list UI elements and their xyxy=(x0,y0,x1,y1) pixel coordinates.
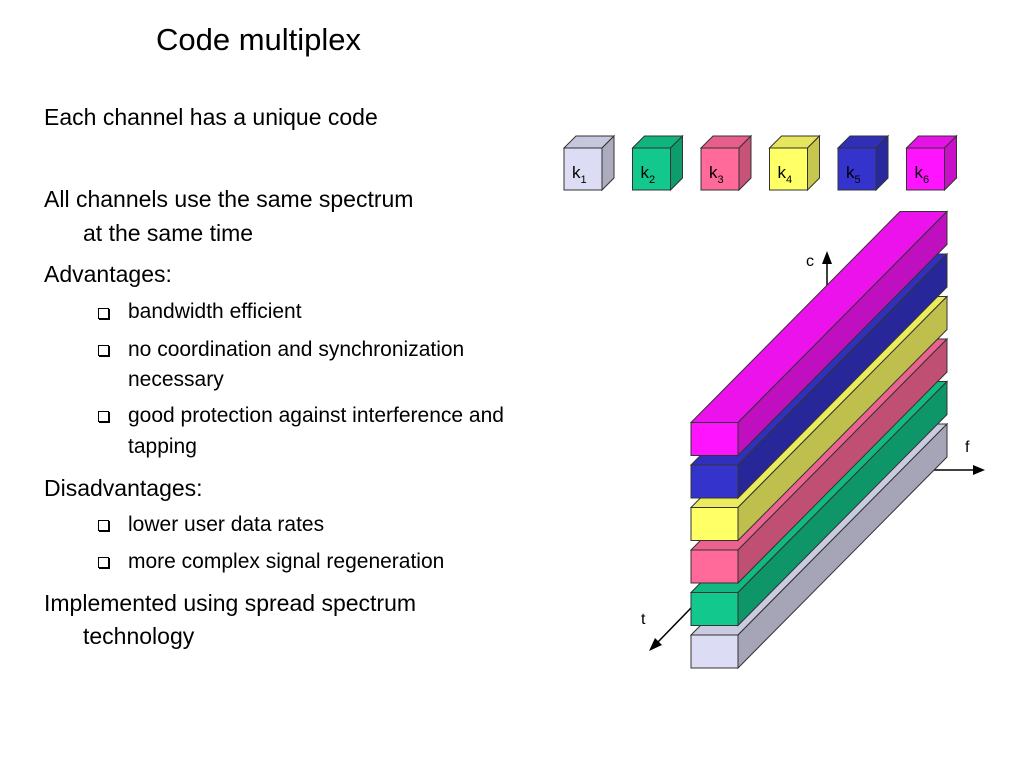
code-cube-front xyxy=(906,147,945,191)
code-cube-front xyxy=(632,147,671,191)
advantage-protection-cont: tapping xyxy=(128,435,197,458)
slide-title: Code multiplex xyxy=(156,22,362,57)
bullet-icon xyxy=(98,345,109,356)
advantage-bandwidth: bandwidth efficient xyxy=(128,300,302,323)
code-bar-front-face xyxy=(690,464,739,499)
code-bar-front-face xyxy=(690,507,739,541)
axis-label-f: f xyxy=(965,439,970,456)
code-bar-6 xyxy=(689,210,949,457)
bullet-icon xyxy=(98,557,109,568)
bullet-icon xyxy=(98,411,109,422)
point-spread-spectrum-cont: technology xyxy=(83,623,195,649)
code-cube-label: k4 xyxy=(778,163,793,186)
code-bar-front-face xyxy=(690,634,739,669)
code-cube-label: k5 xyxy=(846,163,861,186)
code-cube-front xyxy=(837,147,877,191)
disadvantages-heading: Disadvantages: xyxy=(44,475,203,501)
code-cube-front xyxy=(700,147,740,191)
code-cube-label: k3 xyxy=(709,163,724,186)
code-cube-2: k2 xyxy=(631,134,684,192)
advantages-heading: Advantages: xyxy=(44,261,172,287)
code-bar-front-face xyxy=(690,422,739,456)
bullet-icon xyxy=(98,308,109,319)
code-bar-front-face xyxy=(690,549,739,584)
f-axis-arrow-icon xyxy=(973,465,985,475)
code-cube-label: k1 xyxy=(572,163,587,186)
advantage-no-coordination: no coordination and synchronization xyxy=(128,338,465,361)
bullet-icon xyxy=(98,520,109,531)
code-bar-front-face xyxy=(690,592,739,626)
code-cube-5: k5 xyxy=(836,134,890,192)
axis-label-c: c xyxy=(806,253,814,270)
point-unique-code: Each channel has a unique code xyxy=(44,104,378,130)
code-cube-label: k6 xyxy=(915,163,930,186)
t-axis-arrow-icon xyxy=(649,638,662,651)
code-cube-4: k4 xyxy=(768,134,821,192)
code-cube-front xyxy=(769,147,808,191)
advantage-protection: good protection against interference and xyxy=(128,404,504,427)
axis-label-t: t xyxy=(641,611,646,628)
point-same-spectrum-cont: at the same time xyxy=(83,220,254,246)
code-cube-front xyxy=(563,147,603,191)
point-spread-spectrum: Implemented using spread spectrum xyxy=(44,590,417,616)
code-cube-label: k2 xyxy=(641,163,656,186)
point-same-spectrum: All channels use the same spectrum xyxy=(44,186,414,212)
c-axis-arrow-icon xyxy=(822,251,832,264)
advantage-no-coordination-cont: necessary xyxy=(128,368,224,391)
code-cube-6: k6 xyxy=(905,134,958,192)
code-cubes: k1 k2 k3 k4 k5 k6 xyxy=(562,134,958,192)
code-cube-1: k1 xyxy=(562,134,616,192)
code-cube-3: k3 xyxy=(699,134,753,192)
disadvantage-data-rates: lower user data rates xyxy=(128,513,325,536)
disadvantage-regeneration: more complex signal regeneration xyxy=(128,550,445,573)
code-bars xyxy=(689,210,949,670)
